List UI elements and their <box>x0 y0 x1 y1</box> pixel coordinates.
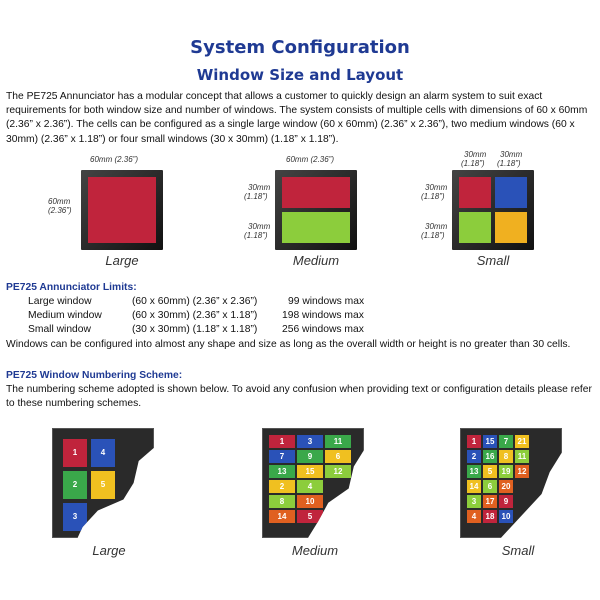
numbering-cell: 12 <box>325 465 351 478</box>
numbering-cell: 13 <box>467 465 481 478</box>
medium-left-dimension-a-mm: 30mm <box>248 183 271 192</box>
numbering-cell: 4 <box>467 510 481 523</box>
limit-name: Medium window <box>28 310 102 321</box>
numbering-cell: 15 <box>483 435 497 448</box>
numbering-cell: 14 <box>269 510 295 523</box>
small-window-cell-4 <box>495 212 527 243</box>
numbering-cell: 1 <box>269 435 295 448</box>
numbering-cell: 1 <box>467 435 481 448</box>
numbering-small-caption: Small <box>501 543 535 558</box>
numbering-large-panel: 1 4 2 5 3 <box>52 428 154 538</box>
numbering-cell: 10 <box>297 495 323 508</box>
large-window-frame <box>81 170 163 250</box>
numbering-large-cell: 2 <box>63 471 87 499</box>
numbering-cell: 17 <box>483 495 497 508</box>
numbering-cell: 11 <box>325 435 351 448</box>
medium-top-dimension: 60mm (2.36”) <box>286 155 335 164</box>
large-caption: Large <box>105 253 139 268</box>
numbering-cell: 3 <box>467 495 481 508</box>
large-top-dimension: 60mm (2.36”) <box>90 155 139 164</box>
numbering-cell: 5 <box>297 510 323 523</box>
numbering-cell: 2 <box>269 480 295 493</box>
numbering-cell: 15 <box>297 465 323 478</box>
numbering-large-cell: 5 <box>91 471 115 499</box>
page-subtitle: Window Size and Layout <box>196 66 404 84</box>
numbering-cell: 8 <box>499 450 513 463</box>
large-left-dimension-in: (2.36”) <box>48 206 72 215</box>
small-caption: Small <box>476 253 510 268</box>
numbering-heading: PE725 Window Numbering Scheme: <box>6 370 183 381</box>
small-left-dimension-a-mm: 30mm <box>425 183 448 192</box>
numbering-cell: 6 <box>325 450 351 463</box>
numbering-cell: 9 <box>297 450 323 463</box>
numbering-cell: 3 <box>297 435 323 448</box>
small-top-dimension-a-mm: 30mm <box>464 150 487 159</box>
numbering-cell: 10 <box>499 510 513 523</box>
medium-window-frame <box>275 170 357 250</box>
limit-max: 99 windows max <box>288 296 365 307</box>
numbering-medium-panel: 1 7 13 2 8 14 3 9 15 4 10 5 11 6 12 <box>262 428 364 538</box>
numbering-cell: 18 <box>483 510 497 523</box>
numbering-cell: 11 <box>515 450 529 463</box>
numbering-paragraph: The numbering scheme adopted is shown be… <box>6 384 592 410</box>
numbering-cell: 12 <box>515 465 529 478</box>
limit-size: (60 x 30mm) (2.36” x 1.18”) <box>132 310 258 321</box>
large-window-cell <box>88 177 156 243</box>
numbering-medium-caption: Medium <box>291 543 339 558</box>
numbering-cell: 4 <box>297 480 323 493</box>
small-window-cell-3 <box>459 212 491 243</box>
numbering-cell: 9 <box>499 495 513 508</box>
small-top-dimension-b-mm: 30mm <box>500 150 523 159</box>
numbering-cell: 8 <box>269 495 295 508</box>
small-left-dimension-b-mm: 30mm <box>425 222 448 231</box>
limits-note: Windows can be configured into almost an… <box>6 339 571 350</box>
small-top-dimension-b-in: (1.18”) <box>497 159 521 168</box>
limit-max: 256 windows max <box>282 324 364 335</box>
numbering-cell: 13 <box>269 465 295 478</box>
intro-paragraph: The PE725 Annunciator has a modular conc… <box>6 91 588 145</box>
small-top-dimension-a-in: (1.18”) <box>461 159 485 168</box>
numbering-cell: 5 <box>483 465 497 478</box>
numbering-large-cell: 3 <box>63 503 87 531</box>
numbering-cell: 2 <box>467 450 481 463</box>
medium-window-cell-bottom <box>282 212 350 243</box>
medium-caption: Medium <box>292 253 340 268</box>
small-left-dimension-a-in: (1.18”) <box>421 192 445 201</box>
numbering-cell: 6 <box>483 480 497 493</box>
numbering-large-cell: 4 <box>91 439 115 467</box>
small-window-cell-2 <box>495 177 527 208</box>
small-window-cell-1 <box>459 177 491 208</box>
large-left-dimension-mm: 60mm <box>48 197 71 206</box>
limits-heading: PE725 Annunciator Limits: <box>6 282 137 293</box>
medium-left-dimension-b-in: (1.18”) <box>244 231 268 240</box>
small-left-dimension-b-in: (1.18”) <box>421 231 445 240</box>
numbering-cell: 20 <box>499 480 513 493</box>
limit-size: (60 x 60mm) (2.36” x 2.36”) <box>132 296 258 307</box>
numbering-cell: 19 <box>499 465 513 478</box>
limit-max: 198 windows max <box>282 310 364 321</box>
numbering-large-caption: Large <box>92 543 126 558</box>
numbering-large-cell: 1 <box>63 439 87 467</box>
page-title: System Configuration <box>190 37 410 58</box>
limit-size: (30 x 30mm) (1.18” x 1.18”) <box>132 324 258 335</box>
medium-window-cell-top <box>282 177 350 208</box>
numbering-cell: 7 <box>499 435 513 448</box>
numbering-cell: 14 <box>467 480 481 493</box>
medium-left-dimension-b-mm: 30mm <box>248 222 271 231</box>
small-window-frame <box>452 170 534 250</box>
limit-name: Small window <box>28 324 91 335</box>
medium-left-dimension-a-in: (1.18”) <box>244 192 268 201</box>
limit-name: Large window <box>28 296 92 307</box>
numbering-cell: 21 <box>515 435 529 448</box>
numbering-cell: 7 <box>269 450 295 463</box>
numbering-cell: 16 <box>483 450 497 463</box>
